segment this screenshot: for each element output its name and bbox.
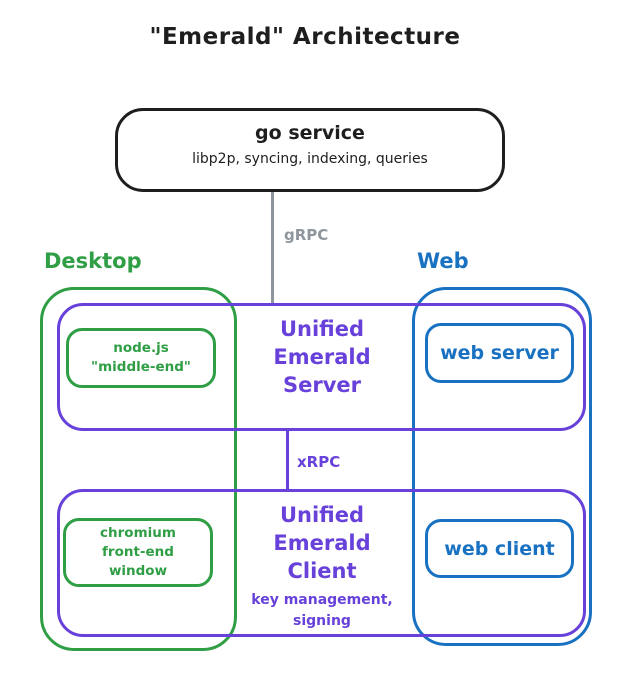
nodejs-box-line: node.js: [113, 340, 169, 356]
web-group-label: Web: [417, 249, 469, 273]
client-heading-line: Emerald: [273, 531, 371, 555]
web-server-box: web server: [425, 323, 574, 383]
xrpc-connector-line: [286, 431, 289, 489]
desktop-group-box: [40, 287, 237, 651]
xrpc-connector-label: xRPC: [297, 453, 341, 471]
client-note-line: key management,: [251, 592, 393, 608]
chromium-box-line: front-end: [102, 544, 174, 560]
server-heading-line: Unified: [279, 317, 365, 341]
grpc-connector-label: gRPC: [284, 226, 329, 244]
nodejs-middle-end-box: node.js "middle-end": [66, 328, 216, 388]
nodejs-box-line: "middle-end": [91, 359, 191, 375]
unified-emerald-server-heading: Unified Emerald Server: [237, 315, 407, 399]
web-client-box: web client: [425, 519, 574, 578]
go-service-box: go service libp2p, syncing, indexing, qu…: [115, 108, 505, 192]
go-service-title: go service: [255, 122, 365, 144]
chromium-box-line: window: [108, 563, 168, 579]
client-heading-line: Client: [287, 559, 357, 583]
web-server-label: web server: [440, 342, 559, 364]
unified-emerald-server-box: [57, 303, 586, 431]
web-group-box: [412, 287, 592, 646]
unified-emerald-client-box: [57, 489, 586, 637]
web-client-label: web client: [444, 537, 555, 560]
desktop-group-label: Desktop: [44, 249, 142, 273]
client-note: key management, signing: [217, 590, 427, 632]
chromium-front-end-box: chromium front-end window: [63, 518, 213, 587]
server-heading-line: Server: [282, 373, 361, 397]
server-heading-line: Emerald: [273, 345, 371, 369]
client-note-line: signing: [293, 613, 351, 629]
diagram-title: "Emerald" Architecture: [149, 24, 461, 50]
go-service-subtitle: libp2p, syncing, indexing, queries: [192, 151, 428, 167]
unified-emerald-client-heading: Unified Emerald Client: [237, 501, 407, 585]
chromium-box-line: chromium: [100, 525, 176, 541]
grpc-connector-line: [271, 192, 274, 304]
client-heading-line: Unified: [279, 503, 365, 527]
